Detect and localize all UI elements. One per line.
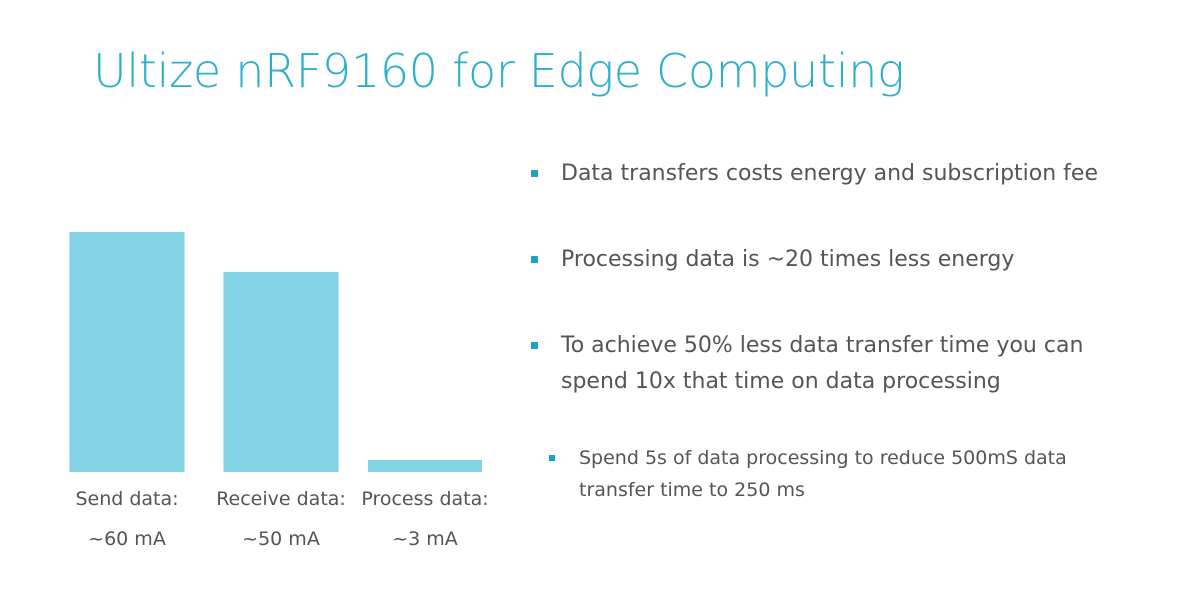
bar-process xyxy=(368,460,482,472)
bar-send xyxy=(69,232,185,472)
bar-receive xyxy=(223,272,339,472)
bullet-text: To achieve 50% less data transfer time y… xyxy=(561,333,1084,394)
bullet-text: Spend 5s of data processing to reduce 50… xyxy=(579,447,1067,501)
square-bullet-icon xyxy=(531,342,538,349)
slide-title: Ultize nRF9160 for Edge Computing xyxy=(93,44,905,98)
bar-chart: Send data: Receive data: Process data: ~… xyxy=(0,0,520,614)
bullet-text: Data transfers costs energy and subscrip… xyxy=(561,161,1098,186)
value-label-process: ~3 mA xyxy=(392,528,458,550)
bullet-text: Processing data is ~20 times less energy xyxy=(561,247,1015,272)
square-bullet-icon xyxy=(549,455,555,461)
value-label-send: ~60 mA xyxy=(88,528,166,550)
bar-chart-svg xyxy=(69,232,482,472)
category-label-receive: Receive data: xyxy=(216,488,346,510)
category-label-send: Send data: xyxy=(75,488,179,510)
square-bullet-icon xyxy=(531,256,538,263)
category-label-process: Process data: xyxy=(361,488,489,510)
value-label-receive: ~50 mA xyxy=(242,528,320,550)
square-bullet-icon xyxy=(531,170,538,177)
